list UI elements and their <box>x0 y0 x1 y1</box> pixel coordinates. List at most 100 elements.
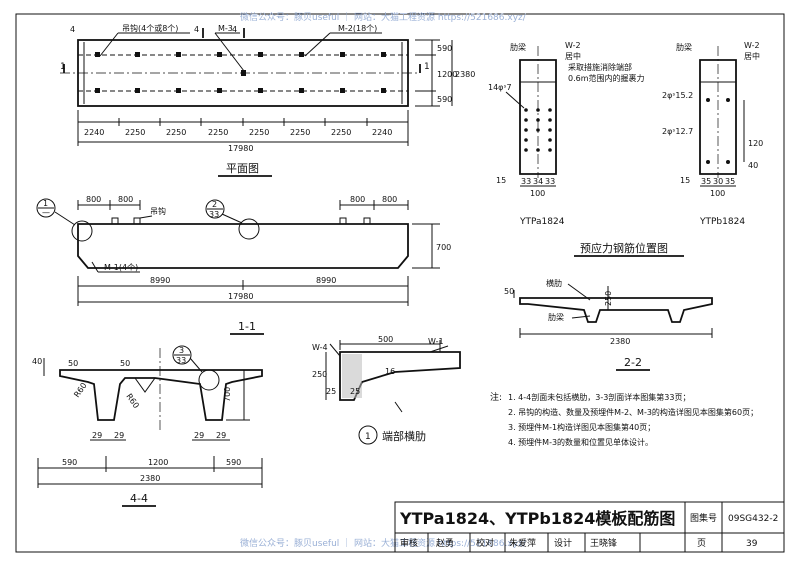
section-1-1: 吊钩 1 — 2 33 800 800 800 800 700 <box>36 195 451 335</box>
pb-center: 居中 <box>744 51 760 61</box>
plan-span-2: 2250 <box>125 128 145 137</box>
pb-bar1: 2φˢ15.2 <box>662 91 693 100</box>
tb-review: 审核 <box>400 537 418 549</box>
pb-d15: 15 <box>680 176 690 185</box>
s44-w29-2: 29 <box>114 431 124 440</box>
pb-total: 100 <box>710 189 725 198</box>
pa-note2: 0.6m范围内的握裹力 <box>568 73 645 83</box>
s44-bottom-3: 590 <box>226 458 241 467</box>
plan-view: 吊钩(4个或8个) M-3 M-2(18个) 1 1 4 4 4 590 120… <box>60 23 475 177</box>
note-1: 1. 4-4剖面未包括横肋，3-3剖面详本图集第33页； <box>508 392 691 402</box>
s11-end-1: 800 <box>86 195 101 204</box>
plan-m3-label: M-3 <box>218 24 233 33</box>
plan-sec4-mark-top-a: 4 <box>232 25 237 34</box>
note-2: 2. 吊钩的构造、数量及预埋件M-2、M-3的构造详图见本图集第60页； <box>508 407 758 417</box>
pb-d40: 40 <box>748 161 758 170</box>
plan-section-mark-left: 1 <box>60 62 66 72</box>
prestress-a: 肋梁 W-2 居中 采取措施消除端部 0.6m范围内的握裹力 14φˢ7 15 … <box>488 41 645 227</box>
tb-reviewer: 赵勇 <box>436 537 454 549</box>
end-rib-detail: 500 W-4 W-1 250 25 25 16 1 端部横肋 <box>312 335 461 445</box>
er-len: 500 <box>378 335 393 344</box>
pb-bar2: 2φˢ12.7 <box>662 127 693 136</box>
s22-title: 2-2 <box>624 356 642 369</box>
s44-w29-4: 29 <box>216 431 226 440</box>
er-h250: 250 <box>312 370 327 379</box>
pb-bottom-3: 35 <box>725 177 735 186</box>
pa-rib: 肋梁 <box>510 42 526 52</box>
plan-width-3: 590 <box>437 95 452 104</box>
er-d25b: 25 <box>350 387 360 396</box>
s22-d50: 50 <box>504 287 514 296</box>
s11-height: 700 <box>436 243 451 252</box>
watermark-top: 微信公众号：豚贝useful ｜ 网站：大猫工程资源 https://52168… <box>240 11 527 23</box>
prestress-title: 预应力钢筋位置图 <box>580 241 668 255</box>
s44-d50b: 50 <box>120 359 130 368</box>
pa-bottom-1: 33 <box>521 177 531 186</box>
er-num: 1 <box>365 432 371 442</box>
pb-bottom-1: 35 <box>701 177 711 186</box>
s11-m1-label: M-1(4个) <box>104 263 138 272</box>
s11-detail2-den: 33 <box>209 210 219 219</box>
s44-total: 2380 <box>140 474 160 483</box>
s11-detail2-num: 2 <box>212 200 217 209</box>
plan-span-4: 2250 <box>208 128 228 137</box>
plan-section-mark-right: 1 <box>424 62 430 72</box>
plan-plates <box>95 52 386 93</box>
er-d16: 16 <box>385 367 395 376</box>
plan-m2-label: M-2(18个) <box>338 24 377 33</box>
s44-bottom-1: 590 <box>62 458 77 467</box>
s11-half-2: 8990 <box>316 276 336 285</box>
s44-r60a: R60 <box>72 381 88 399</box>
pb-d120: 120 <box>748 139 763 148</box>
plan-width-1: 590 <box>437 44 452 53</box>
tb-atlas-no: 09SG432-2 <box>728 514 778 524</box>
plan-span-5: 2250 <box>249 128 269 137</box>
note-3: 3. 预埋件M-1构造详图见本图集第40页； <box>508 422 655 432</box>
pa-center: 居中 <box>565 51 581 61</box>
plan-span-8: 2240 <box>372 128 392 137</box>
er-num-bubble <box>358 425 378 445</box>
plan-sec4-mark-top-b: 4 <box>194 25 199 34</box>
s11-half-1: 8990 <box>150 276 170 285</box>
tb-check: 校对 <box>476 537 494 549</box>
s44-title: 4-4 <box>130 492 148 505</box>
plan-width-2: 1200 <box>437 70 457 79</box>
pa-bottom-3: 33 <box>545 177 555 186</box>
s11-total: 17980 <box>228 292 253 301</box>
tb-checker: 朱爱萍 <box>509 537 536 549</box>
tb-page-no: 39 <box>746 539 758 549</box>
tb-designer: 王晓锋 <box>590 537 617 549</box>
er-w4: W-4 <box>312 343 328 352</box>
notes: 注: 1. 4-4剖面未包括横肋，3-3剖面详本图集第33页； 2. 吊钩的构造… <box>490 391 758 447</box>
section-4-4: 3 33 40 50 50 R60 R60 700 29 29 29 29 59… <box>32 345 263 507</box>
pa-bottom-2: 34 <box>533 177 543 186</box>
pb-w2: W-2 <box>744 41 760 50</box>
tb-title: YTPa1824、YTPb1824模板配筋图 <box>399 509 675 528</box>
s22-rib-beam: 肋梁 <box>548 312 564 322</box>
s44-detail-bubble <box>172 345 192 365</box>
watermark-bottom: 微信公众号：豚贝useful ｜ 网站：大猫工程资源 https://52168… <box>240 537 527 549</box>
s44-detail-num: 3 <box>179 346 184 355</box>
s11-detail1-num: 1 <box>43 199 48 208</box>
notes-label: 注: <box>490 391 502 403</box>
pb-bottom-2: 30 <box>713 177 723 186</box>
title-block: YTPa1824、YTPb1824模板配筋图 图集号 09SG432-2 审核 … <box>394 501 785 553</box>
prestress-a-bars <box>524 108 552 152</box>
plan-span-6: 2250 <box>290 128 310 137</box>
s11-hook-label: 吊钩 <box>150 206 166 216</box>
s11-detail1-bubble <box>36 198 56 218</box>
tb-page-label: 页 <box>697 538 706 549</box>
s22-total: 2380 <box>610 337 630 346</box>
s44-height: 700 <box>223 387 232 402</box>
plan-span-1: 2240 <box>84 128 104 137</box>
plan-hook-label: 吊钩(4个或8个) <box>122 23 178 33</box>
plan-span-7: 2250 <box>331 128 351 137</box>
s44-d50a: 50 <box>68 359 78 368</box>
s44-detail-den: 33 <box>176 356 186 365</box>
plan-span-3: 2250 <box>166 128 186 137</box>
er-d25a: 25 <box>326 387 336 396</box>
pb-rib: 肋梁 <box>676 42 692 52</box>
plan-sec4-mark-left: 4 <box>70 25 75 34</box>
s11-end-4: 800 <box>382 195 397 204</box>
